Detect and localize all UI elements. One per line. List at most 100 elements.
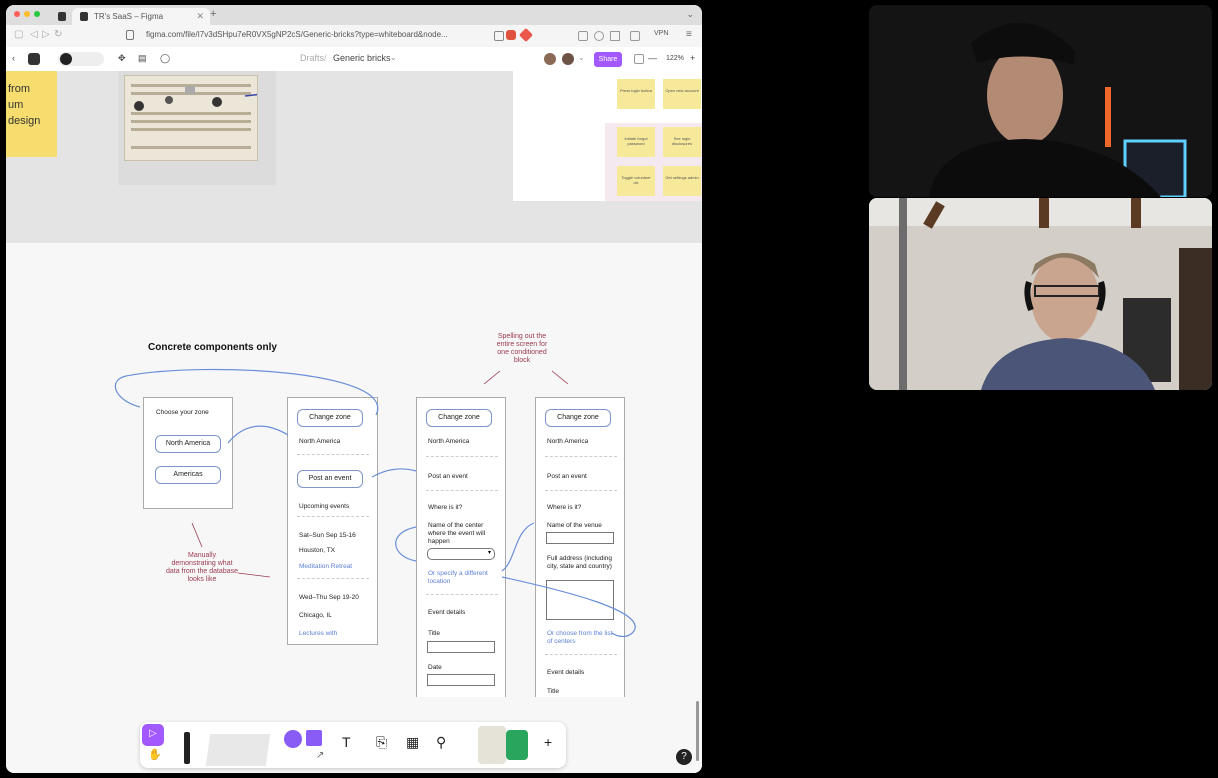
tab-pinned[interactable] [52,8,96,25]
comment-icon[interactable]: ◯ [160,53,171,63]
sticky-note[interactable]: Open new account [663,79,701,109]
wallet-icon[interactable] [630,31,640,41]
section-tool-icon[interactable]: ⎘ [376,734,388,750]
sidebar-icon[interactable] [610,31,620,41]
widget-icon[interactable] [506,730,528,760]
sticky-note[interactable]: Get settings admin [663,166,701,196]
text-tool-icon[interactable]: T [342,734,351,750]
figma-menu-icon[interactable] [28,53,40,65]
add-more-button[interactable]: + [544,734,553,750]
component-icon[interactable]: ✥ [118,53,126,63]
share-button[interactable]: Share [594,52,622,67]
reload-icon[interactable]: ↻ [54,29,63,40]
specify-location-link[interactable]: Or specify a different location [428,570,488,585]
back-arrow-icon[interactable]: ‹ [12,53,15,63]
where-label: Where is it? [547,504,582,511]
help-button[interactable]: ? [676,749,692,765]
chevron-down-icon[interactable]: ⌄ [390,53,397,62]
window-minimize-dot[interactable] [24,11,30,17]
marker-tool[interactable] [184,732,190,764]
post-event-button[interactable]: Post an event [297,470,363,488]
vpn-button[interactable]: VPN [654,30,668,37]
zoom-out-button[interactable]: — [648,53,657,63]
center-select[interactable]: ▾ [427,548,495,560]
shape-circle-icon[interactable] [284,730,302,748]
connector-arrow[interactable] [501,522,535,572]
figma-canvas[interactable]: from um design [6,71,702,773]
connector-icon[interactable]: ↗ [316,750,325,761]
date-input[interactable] [427,674,495,686]
annotation-bottom[interactable]: Manually demonstrating what data from th… [166,552,238,583]
video-tile-participant-1[interactable] [869,5,1212,197]
title-label: Title [547,688,560,695]
move-tool-button[interactable]: ▷ [142,724,164,746]
back-icon[interactable]: ◁ [30,29,38,40]
connector-arrow[interactable] [395,526,417,562]
table-tool-icon[interactable]: ▦ [406,734,420,750]
zone-option-americas[interactable]: Americas [155,466,221,484]
screen-frame-events[interactable]: Change zone North America Post an event … [287,397,378,645]
event-place: Chicago, IL [299,612,332,619]
zoom-level[interactable]: 122% [666,55,684,62]
breadcrumb-parent[interactable]: Drafts [300,53,325,63]
chevron-down-icon[interactable]: ⌄ [578,53,585,62]
connector-arrow[interactable] [114,368,379,416]
screen-frame-post-venue[interactable]: Change zone North America Post an event … [535,397,625,697]
brave-shield-icon[interactable] [506,30,516,40]
hand-icon[interactable]: ✋ [148,749,162,761]
title-input[interactable] [427,641,495,653]
zone-option-north-america[interactable]: North America [155,435,221,453]
change-zone-button[interactable]: Change zone [297,409,363,427]
present-icon[interactable] [634,54,644,64]
figjam-toolbar: ▷ ✋ ↗ T ⎘ ▦ ⚲ + [140,722,566,768]
new-tab-button[interactable]: + [210,8,217,20]
breadboard-photo[interactable] [118,71,280,185]
connector-arrow[interactable] [501,576,636,638]
change-zone-button[interactable]: Change zone [545,409,611,427]
connector-arrow[interactable] [227,425,289,444]
vertical-scrollbar[interactable] [696,701,699,761]
rewards-icon[interactable] [518,27,534,43]
connector-arrow[interactable] [371,468,417,478]
collaborators-pill[interactable] [58,52,104,66]
file-name[interactable]: Generic bricks [333,53,391,63]
event-title-link[interactable]: Meditation Retreat [299,563,353,570]
window-close-dot[interactable] [14,11,20,17]
avatar[interactable] [544,53,556,65]
sticky-note[interactable]: Initiate forgot password [617,127,655,157]
sidebar-toggle-icon[interactable]: ▢ [14,29,24,40]
whiteboard-section[interactable]: Press login button Open new account Init… [513,71,702,201]
extension-icon[interactable] [578,31,588,41]
venue-input[interactable] [546,532,614,544]
screen-frame-zone[interactable]: Choose your zone North America Americas [143,397,233,509]
change-zone-button[interactable]: Change zone [426,409,492,427]
annotation-top[interactable]: Spelling out the entire screen for one c… [496,333,548,364]
profile-icon[interactable] [594,31,604,41]
sticky-note[interactable]: Toggle volunteer ctx [617,166,655,196]
video-tile-participant-2[interactable] [869,198,1212,390]
sticky-note[interactable]: See login disclosures [663,127,701,157]
chevron-down-icon[interactable]: ⌄ [686,9,694,19]
shape-square-icon[interactable] [306,730,322,746]
sticky-stack-tool[interactable] [205,734,271,766]
section-heading[interactable]: Concrete components only [148,342,277,353]
forward-icon[interactable]: ▷ [42,29,50,40]
sticker-icon[interactable] [478,726,506,764]
stamp-tool-icon[interactable]: ⚲ [436,734,447,750]
choose-center-link[interactable]: Or choose from the list of centers [547,630,613,645]
event-title-link[interactable]: Lectures with [299,630,338,637]
sticky-line: um [8,99,24,111]
address-textarea[interactable] [546,580,614,620]
tab-figma[interactable]: TR's SaaS – Figma ✕ [72,8,210,25]
avatar [60,53,72,65]
sticky-note[interactable]: Press login button [617,79,655,109]
close-tab-icon[interactable]: ✕ [196,11,204,21]
layout-icon[interactable]: ▤ [138,53,147,63]
menu-icon[interactable]: ≡ [686,29,692,40]
zoom-in-button[interactable]: + [690,53,696,63]
sticky-note[interactable]: from um design [6,71,57,157]
window-maximize-dot[interactable] [34,11,40,17]
screen-frame-post-center[interactable]: Change zone North America Post an event … [416,397,506,697]
url-field[interactable]: figma.com/file/I7v3dSHpu7eR0VX5gNP2cS/Ge… [146,30,448,39]
avatar[interactable] [562,53,574,65]
